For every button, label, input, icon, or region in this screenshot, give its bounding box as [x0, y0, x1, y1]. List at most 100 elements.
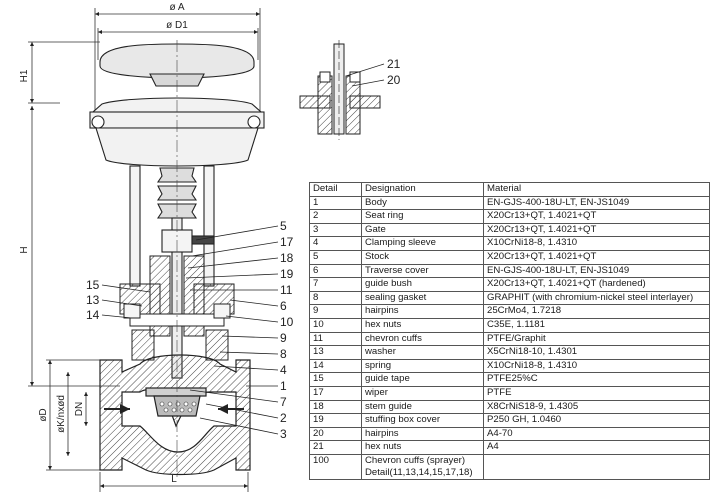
parts-table-header: Detail Designation Material	[309, 182, 710, 197]
cell-designation: hairpins	[361, 426, 484, 442]
callout-5: 5	[280, 219, 287, 233]
cell-designation: Stock	[361, 249, 484, 265]
cell-detail: 20	[309, 426, 362, 442]
callout-14: 14	[86, 308, 100, 322]
cell-detail: 1	[309, 195, 362, 211]
cell-designation: guide bush	[361, 277, 484, 292]
cell-material: X10CrNi18-8, 1.4310	[483, 236, 710, 251]
dim-overall-width: ø A	[169, 2, 184, 13]
dimension-lines	[28, 8, 261, 492]
cell-material: X8CrNiS18-9, 1.4305	[483, 399, 710, 415]
cell-detail: 3	[309, 222, 362, 238]
cell-designation: Traverse cover	[361, 263, 484, 279]
cell-detail: 14	[309, 358, 362, 374]
cell-detail: 5	[309, 249, 362, 265]
header-detail: Detail	[309, 182, 362, 197]
dim-height-total: H	[19, 246, 30, 253]
cell-designation: washer	[361, 345, 484, 360]
cell-material: A4-70	[483, 426, 710, 442]
callouts-right: 5 17 18 19 11 6 10 9 8 4 1 7 2 3	[280, 219, 294, 441]
cell-material: X20Cr13+QT, 1.4021+QT (hardened)	[483, 277, 710, 292]
callout-leaders	[101, 63, 385, 435]
cell-detail: 18	[309, 399, 362, 415]
cell-designation: Gate	[361, 222, 484, 238]
cell-material: X20Cr13+QT, 1.4021+QT	[483, 222, 710, 238]
callout-15: 15	[86, 278, 100, 292]
cell-material: C35E, 1.1181	[483, 317, 710, 333]
cell-detail: 19	[309, 413, 362, 428]
cell-designation: sealing gasket	[361, 290, 484, 306]
cell-material: X10CrNi18-8, 1.4310	[483, 358, 710, 374]
cell-detail: 9	[309, 304, 362, 319]
header-material: Material	[483, 182, 710, 197]
dim-nominal: DN	[74, 402, 85, 416]
callout-10: 10	[280, 315, 294, 329]
cell-designation: Body	[361, 195, 484, 211]
callout-9: 9	[280, 331, 287, 345]
callout-8: 8	[280, 347, 287, 361]
cell-detail: 21	[309, 440, 362, 455]
cell-detail: 7	[309, 277, 362, 292]
cell-material: P250 GH, 1.0460	[483, 413, 710, 428]
dim-length: L	[171, 474, 177, 485]
callouts-left: 15 13 14	[86, 278, 100, 322]
dim-bolt-circle: øK/nxød	[56, 395, 67, 433]
cell-detail: 15	[309, 372, 362, 387]
cell-detail: 2	[309, 209, 362, 224]
detail-view	[299, 40, 381, 140]
cell-designation: Chevron cuffs (sprayer) Detail(11,13,14,…	[361, 453, 484, 480]
cell-material	[483, 453, 710, 480]
cell-designation: Seat ring	[361, 209, 484, 224]
callout-17: 17	[280, 235, 294, 249]
cell-designation: stuffing box cover	[361, 413, 484, 428]
header-designation: Designation	[361, 182, 484, 197]
cell-detail: 10	[309, 317, 362, 333]
callout-7: 7	[280, 395, 287, 409]
callout-6: 6	[280, 299, 287, 313]
cell-detail: 100	[309, 453, 362, 480]
cell-designation: chevron cuffs	[361, 331, 484, 347]
callout-20: 20	[387, 73, 401, 87]
cell-material: GRAPHIT (with chromium-nickel steel inte…	[483, 290, 710, 306]
cell-material: X5CrNi18-10, 1.4301	[483, 345, 710, 360]
callout-21: 21	[387, 57, 401, 71]
callouts-detail: 21 20	[387, 57, 401, 87]
cell-material: PTFE	[483, 385, 710, 401]
cell-material: PTFE25%C	[483, 372, 710, 387]
cell-designation: hex nuts	[361, 317, 484, 333]
callout-2: 2	[280, 411, 287, 425]
valve-body	[99, 354, 251, 476]
cell-material: X20Cr13+QT, 1.4021+QT	[483, 209, 710, 224]
dim-flange-dia: øD	[38, 408, 49, 421]
cell-designation: wiper	[361, 385, 484, 401]
callout-19: 19	[280, 267, 294, 281]
cell-designation: Clamping sleeve	[361, 236, 484, 251]
cell-material: EN-GJS-400-18U-LT, EN-JS1049	[483, 195, 710, 211]
cell-material: 25CrMo4, 1.7218	[483, 304, 710, 319]
cell-designation: hairpins	[361, 304, 484, 319]
callout-1: 1	[280, 379, 287, 393]
cell-designation: stem guide	[361, 399, 484, 415]
cell-designation: spring	[361, 358, 484, 374]
callout-13: 13	[86, 293, 100, 307]
cell-material: X20Cr13+QT, 1.4021+QT	[483, 249, 710, 265]
cell-material: EN-GJS-400-18U-LT, EN-JS1049	[483, 263, 710, 279]
cell-detail: 11	[309, 331, 362, 347]
